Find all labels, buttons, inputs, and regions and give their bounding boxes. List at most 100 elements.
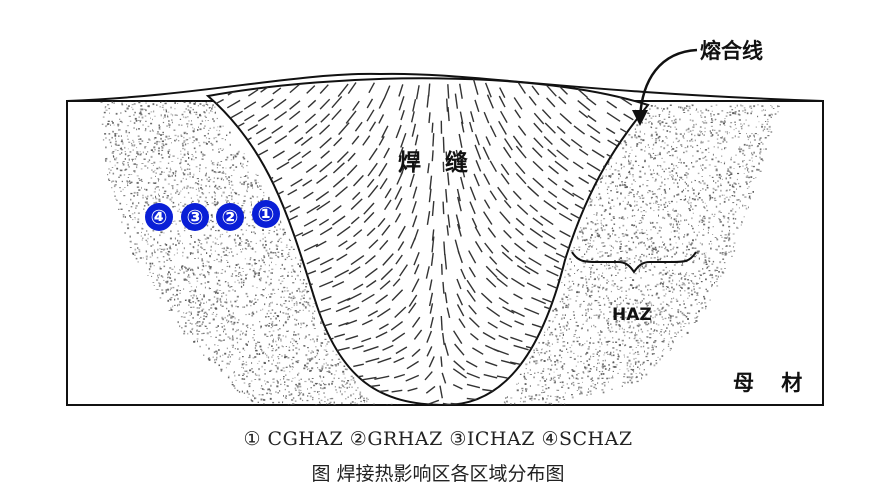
stipple-dot (717, 146, 719, 149)
stipple-dot (730, 156, 732, 159)
stipple-dot (660, 165, 662, 168)
stipple-dot (650, 322, 652, 324)
stipple-dot (153, 202, 156, 205)
stipple-dot (126, 181, 129, 183)
stipple-dot (178, 242, 180, 245)
stipple-dot (280, 241, 283, 243)
stipple-dot (730, 209, 733, 212)
stipple-dot (716, 266, 719, 269)
stipple-dot (668, 276, 671, 279)
stipple-dot (661, 341, 663, 343)
stipple-dot (651, 347, 654, 348)
stipple-dot (601, 204, 604, 207)
stipple-dot (218, 185, 221, 188)
stipple-dot (668, 288, 670, 290)
stipple-dot (597, 235, 600, 238)
stipple-dot (654, 139, 657, 141)
stipple-dot (507, 396, 508, 398)
stipple-dot (115, 133, 117, 135)
stipple-dot (168, 123, 170, 125)
stipple-dot (232, 346, 234, 348)
stipple-dot (587, 375, 590, 378)
stipple-dot (705, 261, 707, 264)
stipple-dot (221, 318, 223, 320)
stipple-dot (298, 392, 302, 394)
stipple-dot (725, 177, 727, 180)
stipple-dot (751, 165, 753, 167)
stipple-dot (719, 210, 721, 212)
stipple-dot (610, 245, 612, 247)
stipple-dot (296, 304, 298, 306)
stipple-dot (665, 192, 667, 194)
stipple-dot (618, 309, 620, 312)
stipple-dot (604, 245, 606, 247)
stipple-dot (341, 402, 343, 404)
stipple-dot (298, 389, 300, 392)
stipple-dot (168, 310, 171, 311)
stipple-dot (242, 332, 243, 335)
stipple-dot (714, 213, 716, 216)
stipple-dot (746, 144, 748, 146)
stipple-dot (132, 163, 135, 165)
stipple-dot (247, 186, 250, 188)
stipple-dot (184, 227, 186, 229)
stipple-dot (157, 149, 160, 152)
stipple-dot (115, 144, 118, 146)
stipple-dot (604, 252, 606, 254)
stipple-dot (671, 272, 674, 275)
stipple-dot (169, 237, 172, 240)
stipple-dot (646, 180, 649, 181)
stipple-dot (636, 193, 638, 195)
stipple-dot (236, 155, 238, 157)
stipple-dot (720, 175, 722, 177)
stipple-dot (621, 216, 624, 218)
stipple-dot (723, 138, 725, 141)
stipple-dot (714, 269, 717, 271)
stipple-dot (227, 261, 229, 263)
stipple-dot (212, 181, 215, 183)
stipple-dot (545, 343, 547, 345)
stipple-dot (237, 306, 239, 308)
stipple-dot (737, 113, 740, 116)
stipple-dot (139, 120, 141, 123)
stipple-dot (585, 275, 587, 277)
stipple-dot (239, 237, 241, 240)
stipple-dot (552, 320, 554, 323)
stipple-dot (235, 379, 237, 381)
stipple-dot (705, 121, 708, 124)
stipple-dot (726, 245, 728, 247)
stipple-dot (323, 332, 326, 334)
stipple-dot (675, 132, 677, 134)
stipple-dot (672, 208, 674, 210)
stipple-dot (748, 176, 750, 179)
stipple-dot (182, 188, 183, 190)
stipple-dot (250, 305, 252, 307)
stipple-dot (650, 117, 653, 119)
stipple-dot (218, 349, 220, 351)
stipple-dot (344, 383, 347, 385)
stipple-dot (155, 172, 157, 174)
stipple-dot (272, 340, 274, 341)
stipple-dot (252, 218, 254, 220)
stipple-dot (233, 323, 235, 326)
stipple-dot (629, 284, 632, 287)
stipple-dot (761, 109, 763, 112)
stipple-dot (287, 316, 289, 319)
stipple-dot (665, 168, 667, 170)
stipple-dot (714, 165, 717, 167)
stipple-dot (672, 122, 674, 124)
stipple-dot (703, 261, 706, 263)
stipple-dot (559, 381, 562, 383)
stipple-dot (654, 105, 657, 107)
stipple-dot (591, 289, 593, 292)
stipple-dot (252, 311, 254, 314)
stipple-dot (185, 131, 187, 134)
stipple-dot (206, 202, 208, 204)
stipple-dot (249, 369, 252, 371)
stipple-dot (662, 208, 664, 211)
stipple-dot (655, 105, 656, 107)
stipple-dot (133, 145, 135, 147)
stipple-dot (186, 279, 188, 281)
stipple-dot (168, 156, 171, 158)
stipple-dot (298, 391, 301, 393)
